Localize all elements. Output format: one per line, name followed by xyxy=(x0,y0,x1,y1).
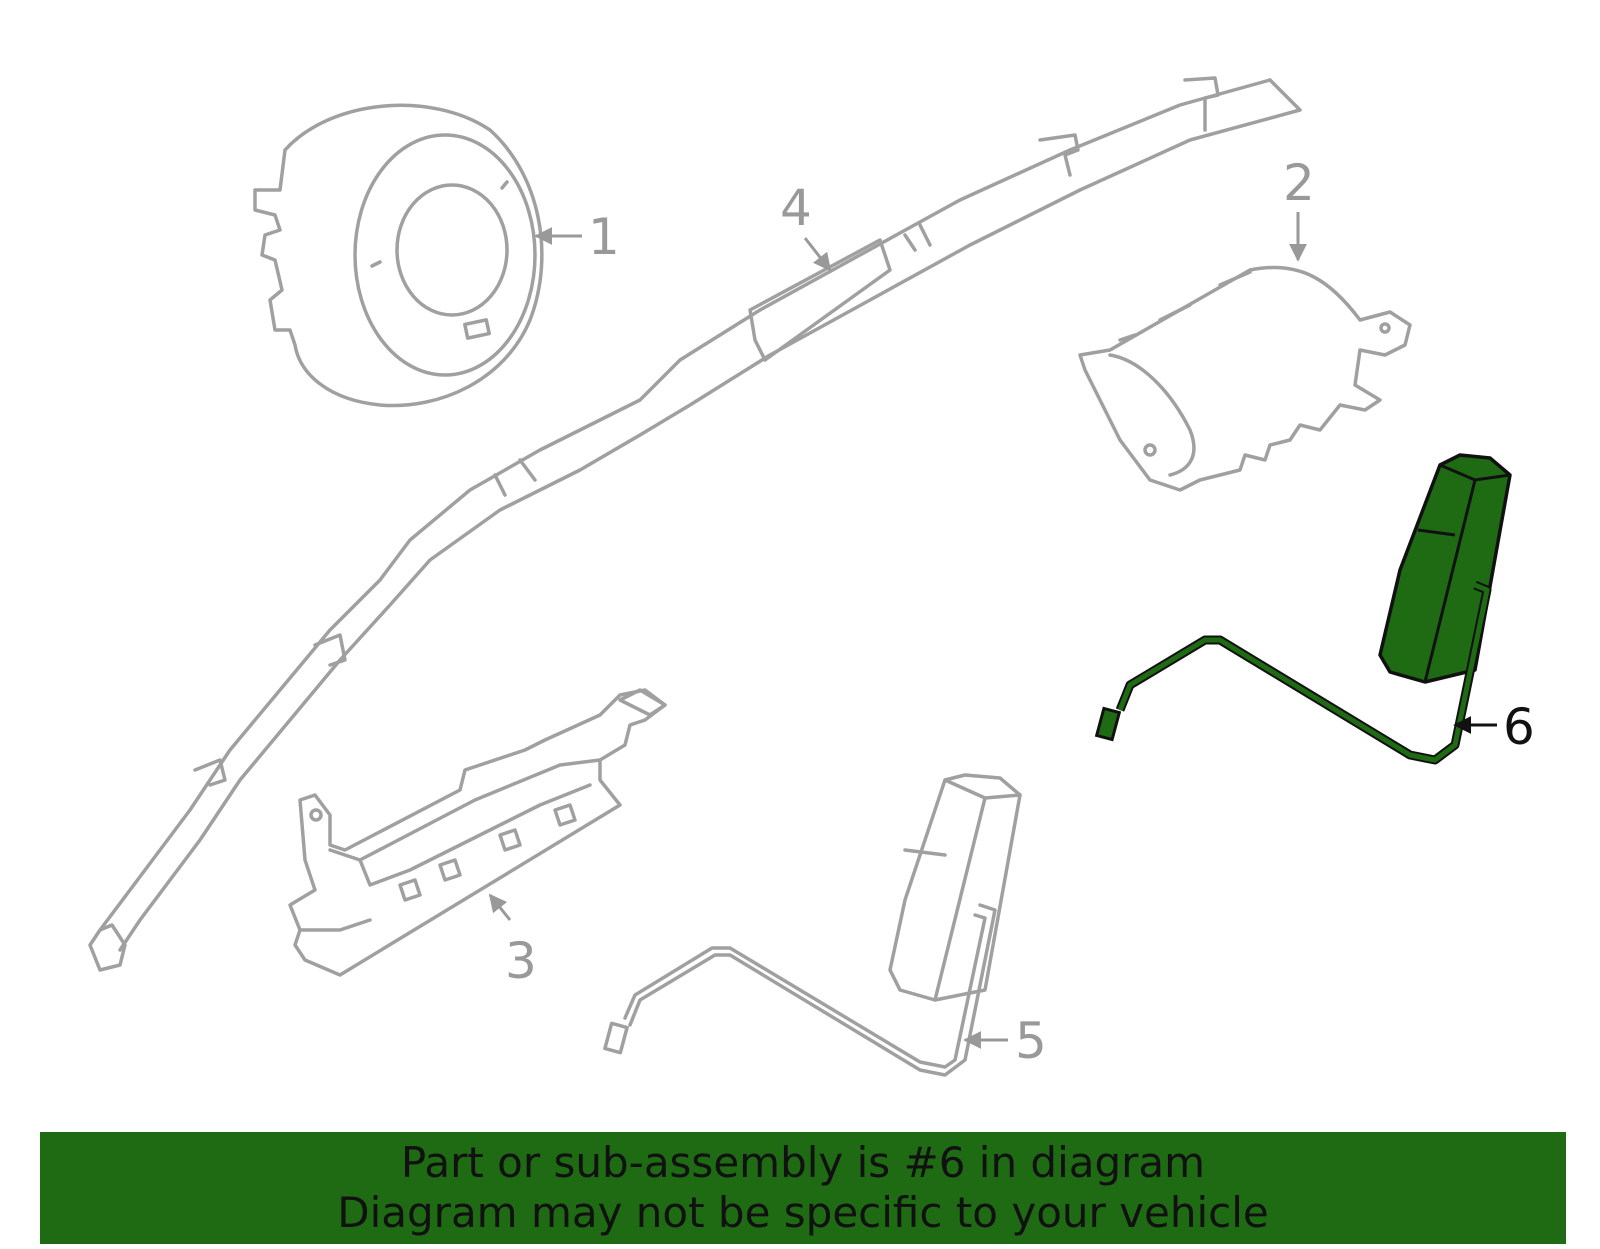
callout-3: 3 xyxy=(488,893,537,990)
callout-2-number: 2 xyxy=(1283,154,1315,212)
banner-line-2: Diagram may not be specific to your vehi… xyxy=(337,1188,1269,1237)
callout-1: 1 xyxy=(534,208,620,266)
banner-line-1: Part or sub-assembly is #6 in diagram xyxy=(400,1138,1206,1187)
info-banner: Part or sub-assembly is #6 in diagram Di… xyxy=(40,1132,1566,1244)
callout-6-number: 6 xyxy=(1503,698,1535,756)
callout-6: 6 xyxy=(1453,698,1535,756)
callout-1-number: 1 xyxy=(588,208,620,266)
callout-4-number: 4 xyxy=(780,179,812,237)
part-3-knee-airbag[interactable] xyxy=(288,688,667,977)
part-2-passenger-airbag[interactable] xyxy=(1078,265,1412,492)
callout-5-number: 5 xyxy=(1015,1012,1047,1070)
part-5-side-airbag[interactable] xyxy=(603,773,1022,1077)
callout-5: 5 xyxy=(963,1012,1047,1070)
callout-2: 2 xyxy=(1283,154,1315,262)
part-4-curtain-airbag[interactable] xyxy=(88,76,1302,972)
part-1-driver-airbag[interactable] xyxy=(253,103,544,408)
part-6-side-airbag-highlighted[interactable] xyxy=(1094,453,1512,765)
callout-3-number: 3 xyxy=(505,932,537,990)
callout-4: 4 xyxy=(780,179,832,272)
